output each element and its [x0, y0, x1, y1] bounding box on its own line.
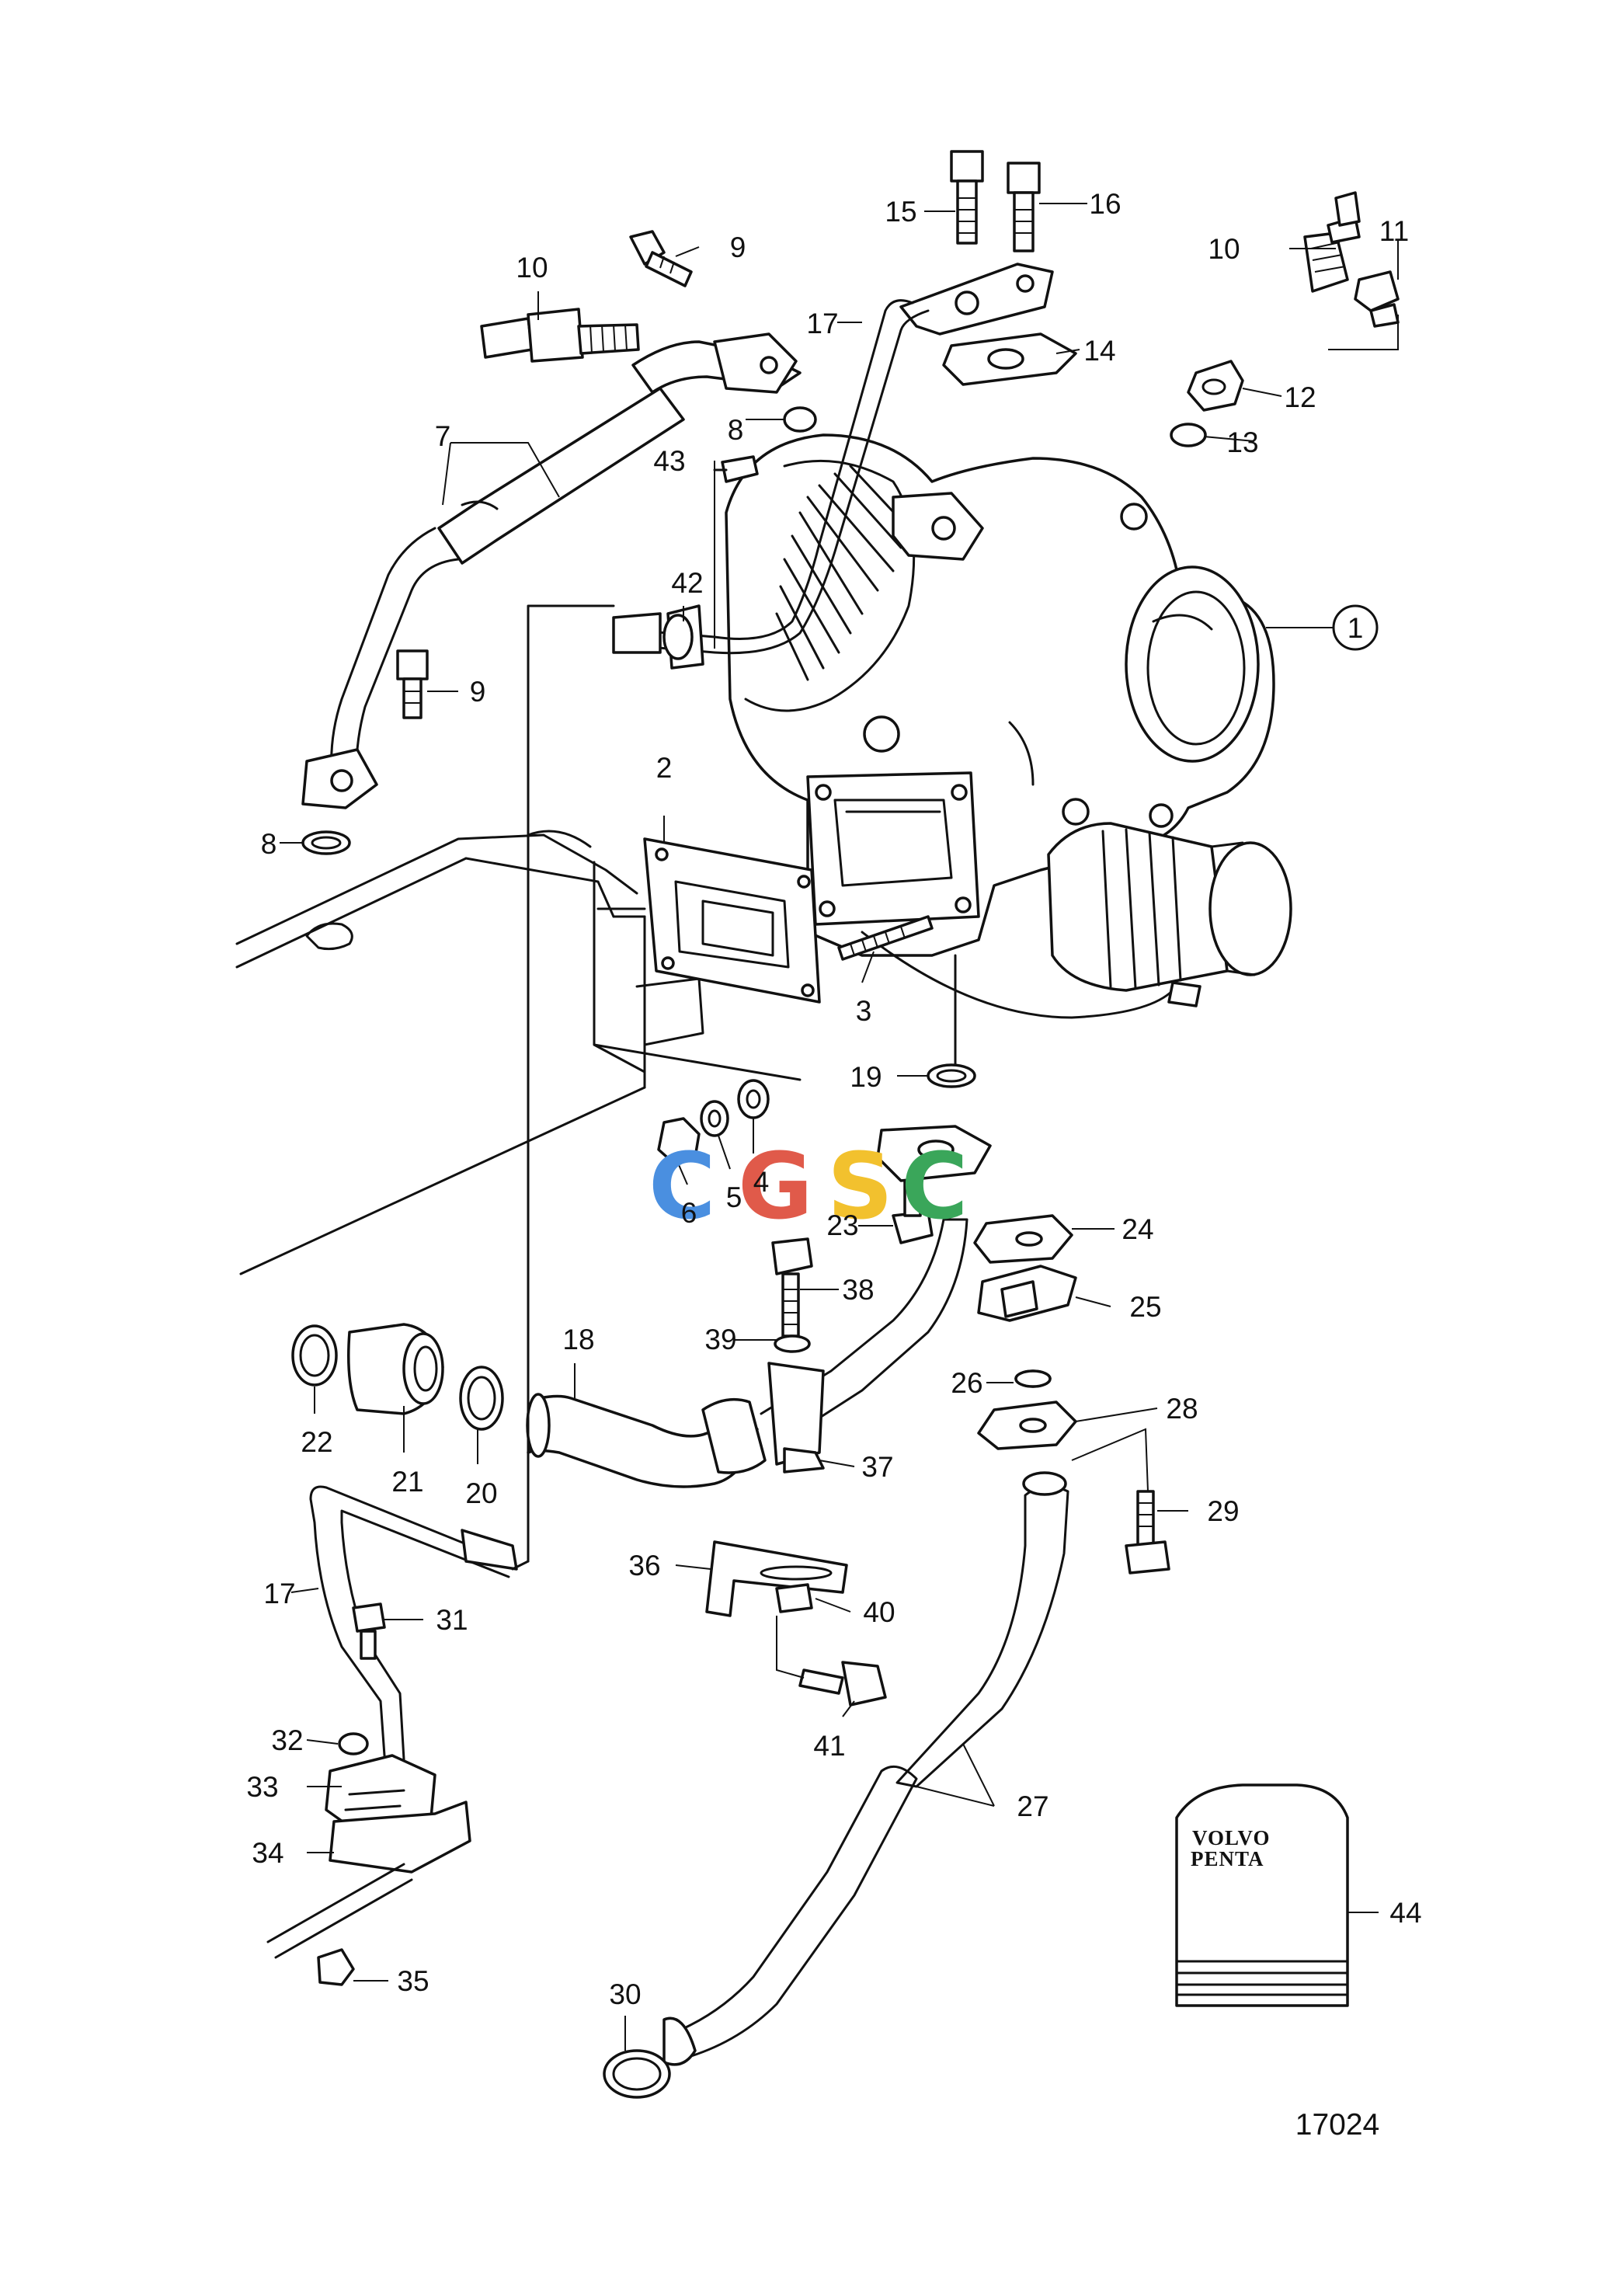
callout-22: 22 [301, 1426, 332, 1458]
callout-6: 6 [681, 1197, 697, 1229]
callout-13: 13 [1226, 426, 1258, 458]
callout-27: 27 [1017, 1790, 1048, 1822]
watermark-letter-1: C [649, 1133, 716, 1240]
callout-15: 15 [885, 196, 916, 228]
callout-41: 41 [813, 1730, 845, 1762]
callout-21: 21 [391, 1466, 423, 1498]
callout-39: 39 [704, 1324, 736, 1355]
callout-16: 16 [1089, 188, 1121, 220]
callout-14: 14 [1083, 335, 1115, 367]
callout-29: 29 [1207, 1495, 1239, 1527]
callout-9-upper: 9 [730, 231, 746, 263]
oil-pipe-7 [301, 332, 802, 809]
callout-3: 3 [856, 995, 872, 1027]
callout-11: 11 [1379, 215, 1409, 247]
volvo-penta-manual: VOLVO PENTA [1175, 1783, 1349, 2007]
manual-brand-volvo: VOLVO [1192, 1826, 1270, 1849]
callout-33: 33 [246, 1771, 278, 1803]
callout-28: 28 [1166, 1393, 1198, 1425]
callout-23: 23 [826, 1209, 858, 1241]
callout-26: 26 [951, 1367, 982, 1399]
callout-12: 12 [1284, 381, 1316, 413]
callout-9-lower: 9 [470, 676, 486, 708]
callout-labels: 1 2 3 4 5 6 7 8 8 9 9 10 10 11 12 13 14 … [246, 188, 1421, 2010]
callout-1: 1 [1348, 612, 1364, 644]
callout-8-upper: 8 [728, 414, 744, 446]
oil-drain-pipe-27 [603, 1214, 1077, 2099]
callout-44: 44 [1389, 1897, 1421, 1929]
callout-31: 31 [436, 1604, 468, 1636]
exhaust-manifold [235, 830, 802, 1275]
callout-10-left: 10 [516, 252, 548, 284]
callout-38: 38 [842, 1274, 874, 1306]
callout-36: 36 [628, 1550, 660, 1581]
callout-5: 5 [726, 1181, 742, 1213]
callout-25: 25 [1129, 1291, 1161, 1323]
leader-lines [280, 203, 1399, 2051]
callout-17-lower: 17 [263, 1578, 295, 1609]
callout-34: 34 [252, 1837, 283, 1869]
callout-42: 42 [671, 567, 703, 599]
callout-30: 30 [609, 1978, 641, 2010]
callout-7: 7 [435, 420, 451, 452]
turbocharger [725, 433, 1292, 1073]
callout-32: 32 [271, 1724, 303, 1756]
watermark-logo: C G S C [649, 1133, 968, 1240]
watermark-letter-3: S [827, 1133, 893, 1240]
callout-24: 24 [1121, 1213, 1153, 1245]
drawing-number: 17024 [1295, 2108, 1379, 2142]
callout-2: 2 [656, 752, 673, 784]
callout-17-upper: 17 [806, 308, 838, 339]
watermark-letter-2: G [738, 1133, 813, 1240]
oil-drain-pipe-18 [526, 1125, 992, 1488]
callout-43: 43 [653, 445, 685, 477]
callout-1-circle [1332, 604, 1379, 651]
manual-brand-penta: PENTA [1191, 1847, 1264, 1870]
oil-pipe-17-lower [266, 1485, 518, 1959]
callout-37: 37 [861, 1451, 893, 1483]
watermark-letter-4: C [901, 1133, 968, 1240]
callout-35: 35 [397, 1965, 429, 1997]
callout-18: 18 [562, 1324, 594, 1355]
callout-10-right: 10 [1208, 233, 1240, 265]
callout-40: 40 [863, 1596, 895, 1628]
callout-20: 20 [465, 1477, 497, 1509]
callout-19: 19 [850, 1061, 882, 1093]
reference-line-17 [511, 604, 615, 1571]
callout-4: 4 [753, 1166, 770, 1198]
small-parts [291, 150, 1400, 1986]
callout-8-lower: 8 [261, 828, 277, 860]
